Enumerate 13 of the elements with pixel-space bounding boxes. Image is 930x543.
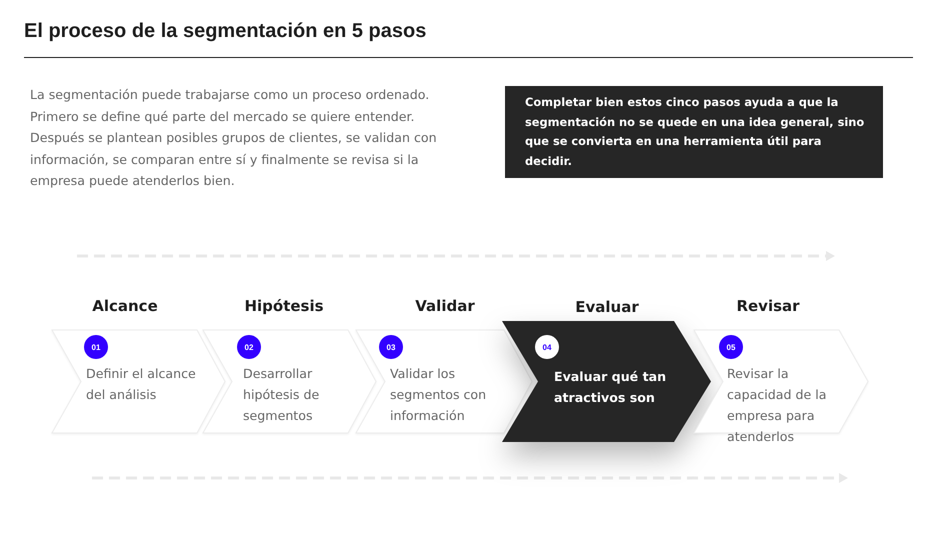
step-heading: Revisar — [736, 297, 800, 315]
step-description: Desarrollar hipótesis de segmentos — [243, 365, 320, 425]
note-box: Completar bien estos cinco pasos ayuda a que la segmentación no se quede en una idea general, sino que se convierta en una herramienta útil para decidir. — [505, 86, 883, 178]
step-heading: Validar — [415, 297, 475, 315]
step-heading: Evaluar — [575, 298, 639, 316]
step-description: Revisar la capacidad de la empresa para atenderlos — [727, 365, 828, 446]
step-heading: Alcance — [92, 297, 158, 315]
step-description: Evaluar qué tan atractivos son — [554, 368, 668, 407]
page-title: El proceso de la segmentación en 5 pasos — [24, 20, 426, 43]
step-description: Validar los segmentos con información — [390, 365, 488, 425]
step-heading: Hipótesis — [244, 297, 324, 315]
intro-paragraph: La segmentación puede trabajarse como un proceso ordenado. Primero se define qué parte del mercado se quiere entender. Después se plantean posibles grupos de clientes, se validan con información, se comparan entre sí y finalmente se revisa si la empresa puede atenderlos bien. — [30, 86, 438, 190]
step-description: Definir el alcance del análisis — [86, 365, 197, 404]
